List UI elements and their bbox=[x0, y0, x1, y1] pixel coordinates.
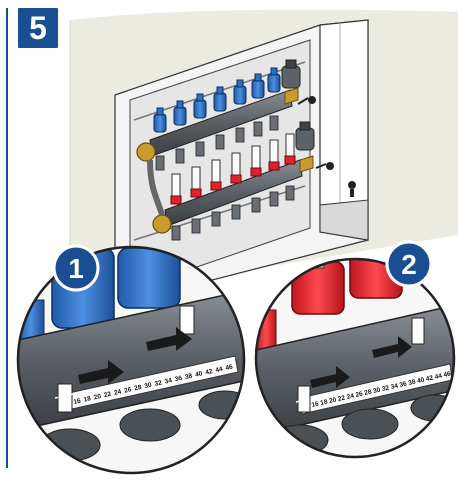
callout-label-2: 2 bbox=[401, 249, 417, 280]
callout-badge-1: 1 bbox=[52, 244, 100, 292]
scale-number: 30 bbox=[144, 382, 153, 390]
callout-label-1: 1 bbox=[68, 253, 84, 284]
scale-number: 20 bbox=[93, 393, 102, 401]
scale-number: 44 bbox=[215, 366, 224, 374]
scale-number: 38 bbox=[184, 373, 193, 381]
scale-number: 34 bbox=[164, 377, 173, 385]
scale-number: 40 bbox=[195, 370, 204, 378]
scale-number: 22 bbox=[103, 391, 112, 399]
scale-number: 36 bbox=[399, 380, 408, 389]
step-accent-rule bbox=[6, 8, 8, 468]
scale-number: 32 bbox=[154, 379, 163, 387]
scale-number: 26 bbox=[355, 390, 364, 399]
side-fittings bbox=[297, 96, 334, 170]
scale-number: 40 bbox=[416, 376, 425, 385]
scale-number: 38 bbox=[408, 378, 417, 387]
scale-number: 34 bbox=[390, 382, 399, 391]
scale-number: 36 bbox=[174, 375, 183, 383]
scale-number: 28 bbox=[364, 388, 373, 397]
scale-number: 26 bbox=[124, 386, 133, 394]
scale-number: 46 bbox=[443, 370, 452, 379]
supply-valve-caps bbox=[153, 67, 281, 133]
scale-number: 42 bbox=[205, 368, 214, 376]
scale-number: 16 bbox=[311, 400, 320, 409]
scale-number: 42 bbox=[425, 374, 434, 383]
callout-badge-2: 2 bbox=[385, 240, 433, 288]
scale-number: 16 bbox=[73, 397, 82, 405]
scale-number: 24 bbox=[346, 392, 355, 401]
scale-number: 24 bbox=[113, 388, 122, 396]
scale-number: 32 bbox=[381, 384, 390, 393]
step-number-badge: 5 bbox=[18, 8, 58, 48]
supply-manifold bbox=[136, 59, 301, 171]
scale-number: 46 bbox=[225, 363, 234, 371]
scale-number: 20 bbox=[328, 396, 337, 405]
return-manifold bbox=[147, 121, 315, 241]
scale-number: 30 bbox=[372, 386, 381, 395]
flow-meters bbox=[170, 133, 296, 205]
scale-number: 22 bbox=[337, 394, 346, 403]
scale-number: 28 bbox=[134, 384, 143, 392]
scale-number: 44 bbox=[434, 372, 443, 381]
scale-number: 18 bbox=[320, 398, 329, 407]
scale-number: 18 bbox=[83, 395, 92, 403]
